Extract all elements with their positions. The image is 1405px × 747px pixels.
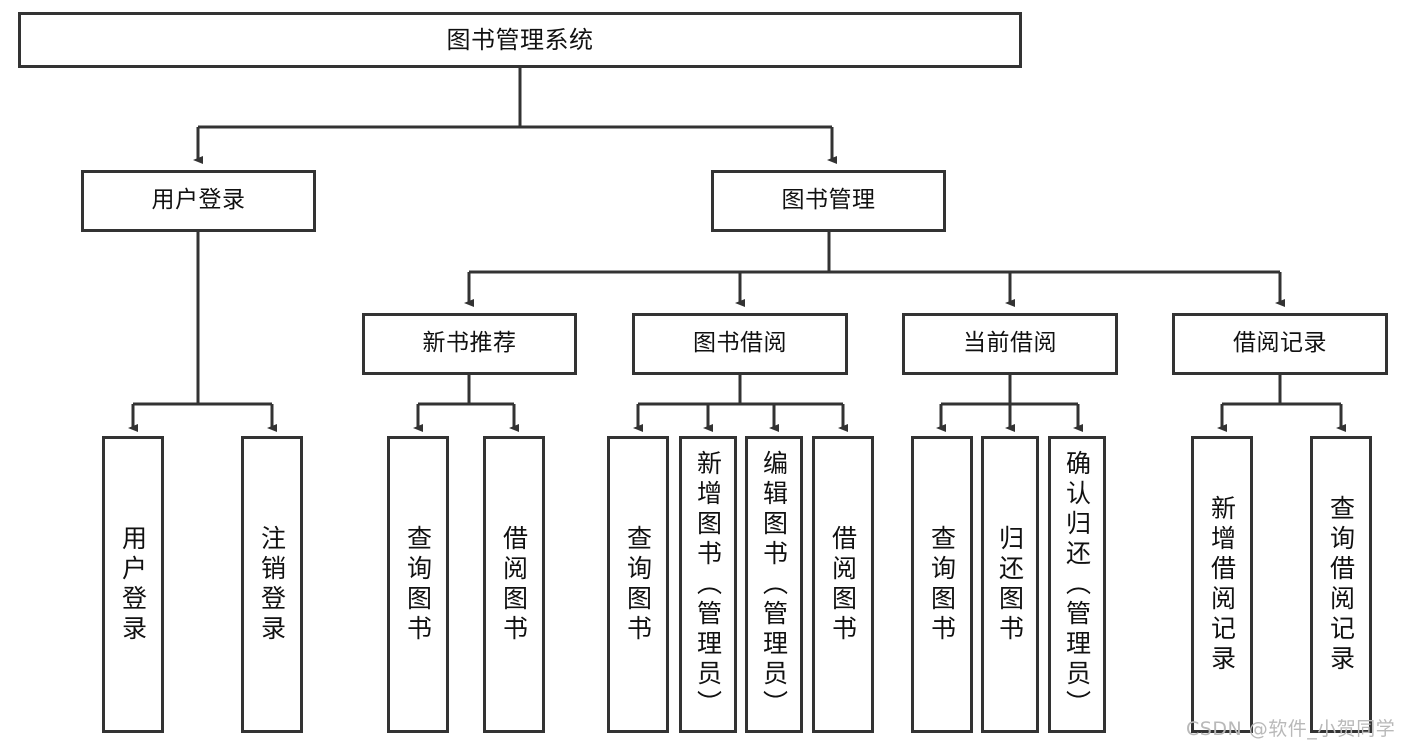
leaf-query-books-recommendation[interactable]: 查询图书 (387, 436, 449, 733)
node-label: 查询借阅记录 (1326, 494, 1356, 675)
node-book-management[interactable]: 图书管理 (711, 170, 946, 232)
watermark-text: CSDN @软件_小贺同学 (1186, 718, 1396, 740)
node-label: 借阅记录 (1233, 330, 1327, 357)
node-label: 编辑图书（管理员） (759, 449, 789, 720)
node-label: 用户登录 (151, 187, 246, 214)
node-current-borrowings[interactable]: 当前借阅 (902, 313, 1118, 375)
leaf-query-books-borrowing[interactable]: 查询图书 (607, 436, 669, 733)
leaf-edit-book-admin[interactable]: 编辑图书（管理员） (745, 436, 803, 733)
node-label: 新增借阅记录 (1207, 494, 1237, 675)
node-label: 确认归还（管理员） (1062, 449, 1092, 720)
node-label: 图书管理系统 (446, 25, 594, 54)
leaf-borrow-books-borrowing[interactable]: 借阅图书 (812, 436, 874, 733)
leaf-logout[interactable]: 注销登录 (241, 436, 303, 733)
node-label: 当前借阅 (963, 330, 1057, 357)
node-borrow-records[interactable]: 借阅记录 (1172, 313, 1388, 375)
leaf-user-login[interactable]: 用户登录 (102, 436, 164, 733)
node-label: 用户登录 (118, 524, 148, 645)
node-label: 新增图书（管理员） (693, 449, 723, 720)
node-label: 借阅图书 (499, 524, 529, 645)
node-book-borrowing[interactable]: 图书借阅 (632, 313, 848, 375)
node-root-system[interactable]: 图书管理系统 (18, 12, 1022, 68)
leaf-query-books-current[interactable]: 查询图书 (911, 436, 973, 733)
leaf-query-borrow-record[interactable]: 查询借阅记录 (1310, 436, 1372, 733)
node-label: 图书管理 (781, 187, 876, 214)
leaf-add-book-admin[interactable]: 新增图书（管理员） (679, 436, 737, 733)
node-label: 查询图书 (927, 524, 957, 645)
node-label: 注销登录 (257, 524, 287, 645)
node-label: 借阅图书 (828, 524, 858, 645)
node-label: 归还图书 (995, 524, 1025, 645)
node-label: 查询图书 (623, 524, 653, 645)
node-label: 新书推荐 (422, 330, 517, 357)
node-label: 查询图书 (403, 524, 433, 645)
leaf-add-borrow-record[interactable]: 新增借阅记录 (1191, 436, 1253, 733)
leaf-return-books[interactable]: 归还图书 (981, 436, 1039, 733)
leaf-borrow-books-recommendation[interactable]: 借阅图书 (483, 436, 545, 733)
node-label: 图书借阅 (693, 330, 787, 357)
node-user-login[interactable]: 用户登录 (81, 170, 316, 232)
node-new-book-recommendation[interactable]: 新书推荐 (362, 313, 577, 375)
leaf-confirm-return-admin[interactable]: 确认归还（管理员） (1048, 436, 1106, 733)
